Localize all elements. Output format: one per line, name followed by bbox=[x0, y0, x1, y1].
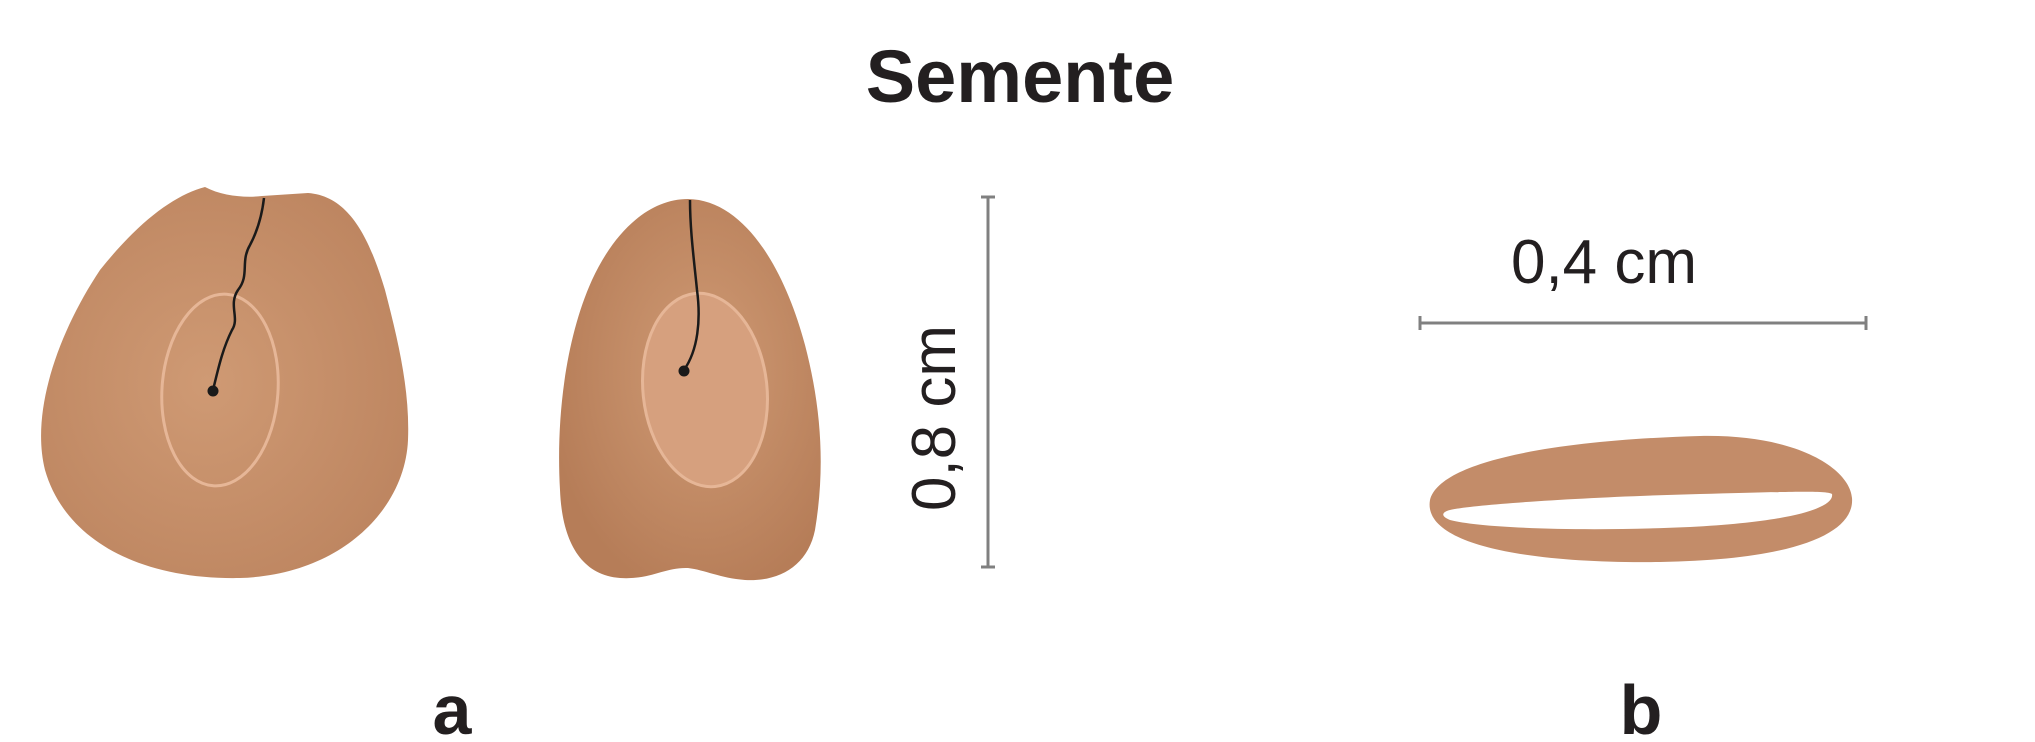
hilum-dot-front bbox=[208, 386, 219, 397]
seed-view-front bbox=[41, 187, 408, 578]
figure-title: Semente bbox=[866, 35, 1174, 118]
panel-label-b: b bbox=[1620, 671, 1663, 742]
hilum-dot-side bbox=[679, 366, 690, 377]
measurement-length-label: 0,8 cm bbox=[900, 325, 969, 511]
seed-ring bbox=[1430, 436, 1853, 562]
panel-label-a: a bbox=[433, 671, 473, 742]
scale-bar-horizontal bbox=[1420, 316, 1866, 330]
seed-cross-section bbox=[1430, 436, 1853, 562]
seed-body-front bbox=[41, 187, 408, 578]
scale-bar-vertical bbox=[981, 197, 995, 567]
measurement-thickness-label: 0,4 cm bbox=[1511, 228, 1697, 297]
seed-view-side bbox=[559, 199, 821, 580]
